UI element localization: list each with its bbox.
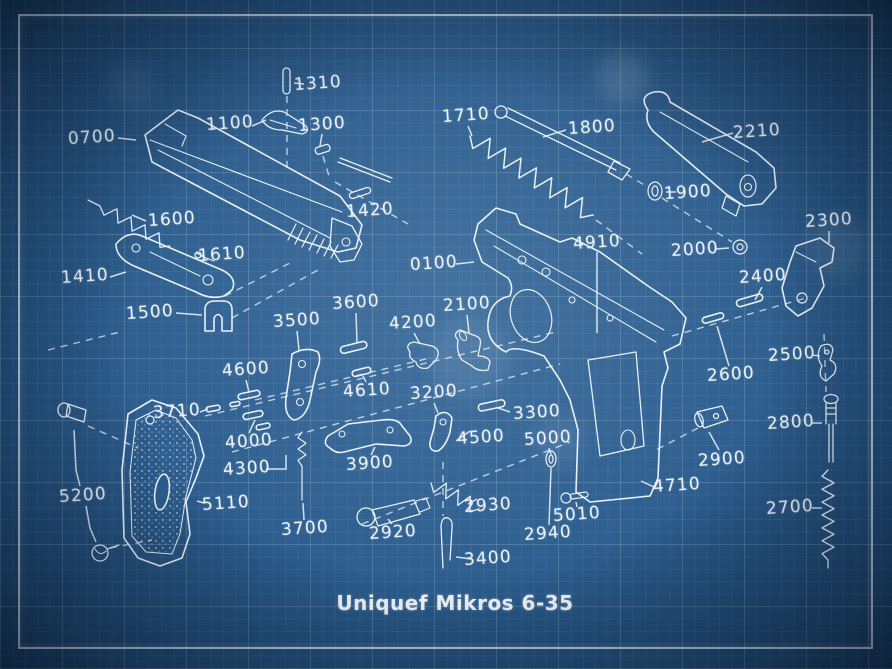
pin-3710b	[229, 400, 241, 408]
part-label-2500: 2500	[767, 342, 817, 367]
part-label-3900: 3900	[345, 451, 395, 476]
part-label-1310: 1310	[293, 71, 343, 96]
part-label-1300: 1300	[297, 112, 347, 137]
part-label-3710: 3710	[152, 399, 202, 424]
part-label-4300: 4300	[222, 456, 272, 481]
trigger-bar-3500	[284, 348, 321, 421]
block-1500	[204, 300, 233, 332]
part-label-4000: 4000	[224, 429, 274, 454]
part-label-2300: 2300	[804, 208, 854, 233]
striker-2800	[823, 393, 839, 463]
part-label-1410: 1410	[60, 264, 110, 289]
part-label-1710: 1710	[441, 103, 491, 128]
pin-4000a	[242, 409, 264, 421]
part-label-1500: 1500	[125, 300, 175, 325]
part-label-2900: 2900	[697, 447, 747, 472]
lever-2500	[817, 343, 837, 382]
part-label-1900: 1900	[663, 180, 713, 205]
part-label-4710: 4710	[652, 473, 702, 498]
trigger-3200	[429, 411, 453, 452]
washer-1900	[647, 181, 663, 201]
part-label-0100: 0100	[409, 251, 459, 276]
part-label-3600: 3600	[331, 290, 381, 315]
part-label-3500: 3500	[272, 308, 322, 333]
pin-2400	[735, 293, 764, 308]
part-label-3400: 3400	[463, 546, 513, 571]
part-label-4610: 4610	[342, 378, 392, 403]
part-label-4600: 4600	[221, 357, 271, 382]
mainspring-2700	[821, 469, 835, 569]
part-label-1600: 1600	[147, 207, 197, 232]
part-label-2600: 2600	[706, 362, 756, 387]
part-label-2100: 2100	[442, 292, 492, 317]
catch-2900	[694, 405, 729, 429]
part-label-5110: 5110	[201, 491, 251, 516]
pin-5010	[560, 491, 589, 504]
part-label-5000: 5000	[523, 426, 573, 451]
pin-4600	[237, 389, 261, 401]
part-label-4500: 4500	[456, 425, 506, 450]
part-label-1610: 1610	[197, 242, 247, 267]
part-label-3200: 3200	[409, 380, 459, 405]
part-label-4200: 4200	[388, 310, 438, 335]
part-label-2000: 2000	[670, 237, 720, 262]
pin-3600	[339, 340, 368, 355]
part-label-2800: 2800	[766, 410, 816, 435]
part-label-2700: 2700	[765, 495, 815, 520]
pin-4610	[351, 366, 372, 378]
part-label-1100: 1100	[205, 111, 255, 136]
part-label-3300: 3300	[512, 400, 562, 425]
pin-2600	[701, 311, 725, 325]
part-label-5200: 5200	[58, 483, 108, 508]
part-label-2930: 2930	[463, 493, 513, 518]
part-label-3700: 3700	[280, 516, 330, 541]
hairpin-3400	[440, 517, 453, 569]
recoil-spring-1710	[469, 135, 594, 219]
pin-spring-3700	[297, 431, 307, 501]
part-label-2920: 2920	[368, 520, 418, 545]
parts-line-art	[57, 67, 839, 569]
sear-bar-3900	[324, 418, 412, 454]
safety-lever-1410	[115, 233, 235, 299]
diagram-title: Uniquef Mikros 6-35	[336, 591, 574, 615]
pin-3710a	[205, 404, 221, 413]
part-label-2400: 2400	[738, 264, 788, 289]
part-label-1420: 1420	[345, 198, 395, 223]
screw-2000	[732, 239, 748, 255]
part-label-1800: 1800	[567, 115, 617, 140]
part-label-2940: 2940	[523, 521, 573, 546]
part-label-2210: 2210	[732, 119, 782, 144]
part-label-0700: 0700	[67, 125, 117, 150]
part-label-4910: 4910	[572, 230, 622, 255]
grip-panel-5110	[121, 399, 205, 567]
